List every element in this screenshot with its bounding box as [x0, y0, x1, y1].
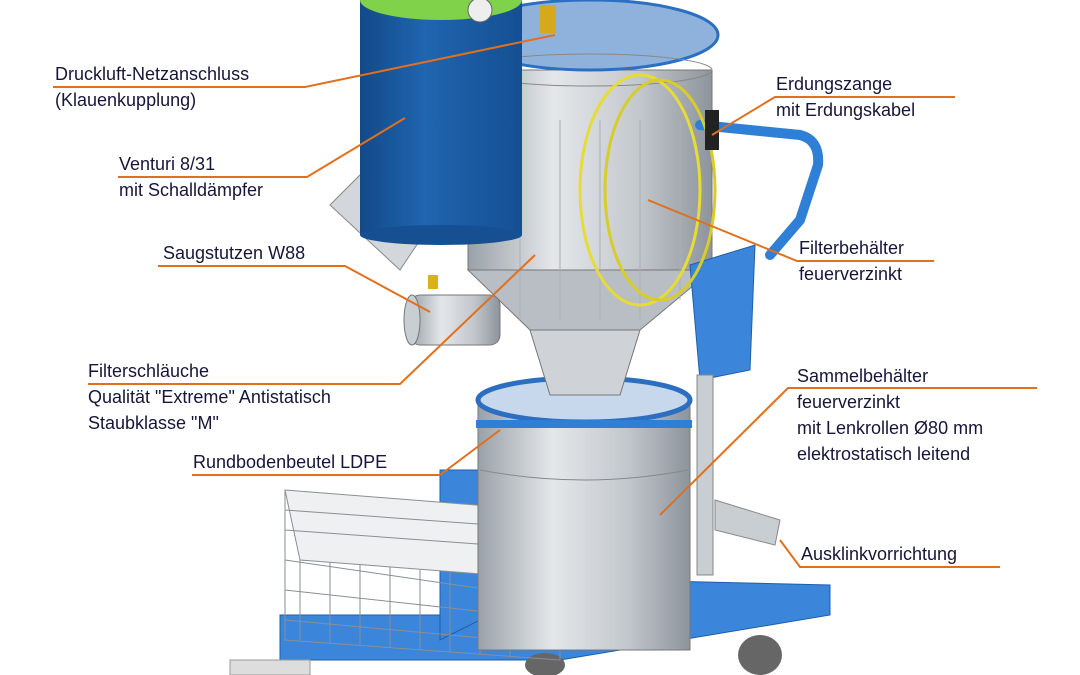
leader-lines	[53, 34, 1037, 568]
leader-filterbehaelter	[647, 199, 934, 262]
label-ausklink: Ausklinkvorrichtung	[801, 541, 957, 567]
label-venturi: Venturi 8/31 mit Schalldämpfer	[119, 151, 263, 203]
label-line: feuerverzinkt	[799, 264, 903, 284]
label-line: Ausklinkvorrichtung	[801, 544, 958, 564]
label-line: (Klauenkupplung)	[55, 90, 197, 110]
push-handle	[578, 73, 824, 576]
label-line: Qualität "Extreme" Antistatisch	[88, 387, 331, 407]
label-sammel: Sammelbehälter feuerverzinkt mit Lenkrol…	[797, 363, 983, 467]
label-filterbehaelter: Filterbehälter feuerverzinkt	[799, 235, 904, 287]
leader-sammel	[659, 387, 1037, 516]
label-saugstutzen: Saugstutzen W88	[163, 240, 305, 266]
leader-filterschlaeuche	[88, 254, 536, 385]
collection-bin	[475, 375, 693, 651]
label-erdung: Erdungszange mit Erdungskabel	[776, 71, 915, 123]
label-line: Erdungszange	[776, 74, 893, 94]
label-line: Filterbehälter	[799, 238, 905, 258]
leader-venturi	[118, 117, 406, 178]
label-druckluft: Druckluft-Netzanschluss (Klauenkupplung)	[55, 61, 249, 113]
leader-rundboden	[192, 429, 501, 476]
label-line: Staubklasse "M"	[88, 413, 219, 433]
label-line: Saugstutzen W88	[163, 243, 306, 263]
leader-druckluft	[53, 34, 556, 88]
venturi-cylinder	[360, 0, 556, 245]
leader-ausklink	[779, 539, 1000, 568]
label-line: mit Erdungskabel	[776, 100, 916, 120]
label-line: Druckluft-Netzanschluss	[55, 64, 250, 84]
label-rundboden: Rundbodenbeutel LDPE	[193, 449, 387, 475]
label-line: mit Lenkrollen Ø80 mm	[797, 418, 984, 438]
label-line: Venturi 8/31	[119, 154, 216, 174]
label-line: Rundbodenbeutel LDPE	[193, 452, 388, 472]
label-line: feuerverzinkt	[797, 392, 901, 412]
label-line: Filterschläuche	[88, 361, 210, 381]
leader-saugstutzen	[158, 265, 431, 313]
leader-erdung	[711, 96, 955, 136]
label-line: Sammelbehälter	[797, 366, 929, 386]
label-line: mit Schalldämpfer	[119, 180, 264, 200]
label-line: elektrostatisch leitend	[797, 444, 971, 464]
label-filterschlaeuche: Filterschläuche Qualität "Extreme" Antis…	[88, 358, 331, 436]
